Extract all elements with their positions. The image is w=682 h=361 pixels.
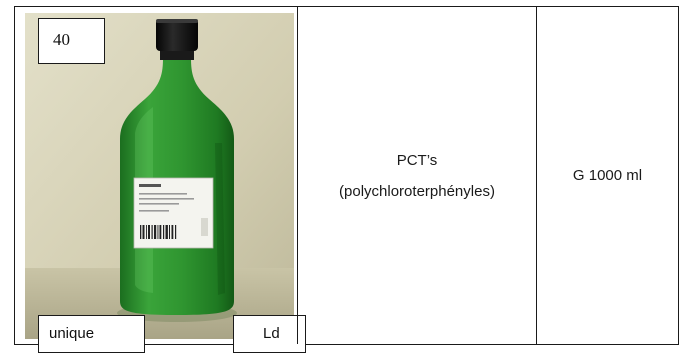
container-cell: G 1000 ml bbox=[537, 7, 678, 344]
column-divider bbox=[297, 7, 298, 344]
photo-cell: 40 unique Ld bbox=[15, 7, 306, 353]
item-number-label: 40 bbox=[38, 18, 105, 64]
substance-name: PCT’s bbox=[396, 151, 438, 169]
bottle-illustration bbox=[117, 19, 237, 322]
catalog-table: 40 unique Ld PCT’s (polychloroterphényle… bbox=[14, 6, 679, 353]
substance-fullname: (polychloroterphényles) bbox=[339, 182, 495, 200]
code-label: Ld bbox=[233, 315, 306, 353]
container-size: G 1000 ml bbox=[572, 167, 643, 184]
column-divider bbox=[536, 7, 537, 344]
substance-cell: PCT’s (polychloroterphényles) bbox=[298, 7, 536, 344]
bottle-photo bbox=[25, 13, 294, 339]
quantity-label: unique bbox=[38, 315, 145, 353]
